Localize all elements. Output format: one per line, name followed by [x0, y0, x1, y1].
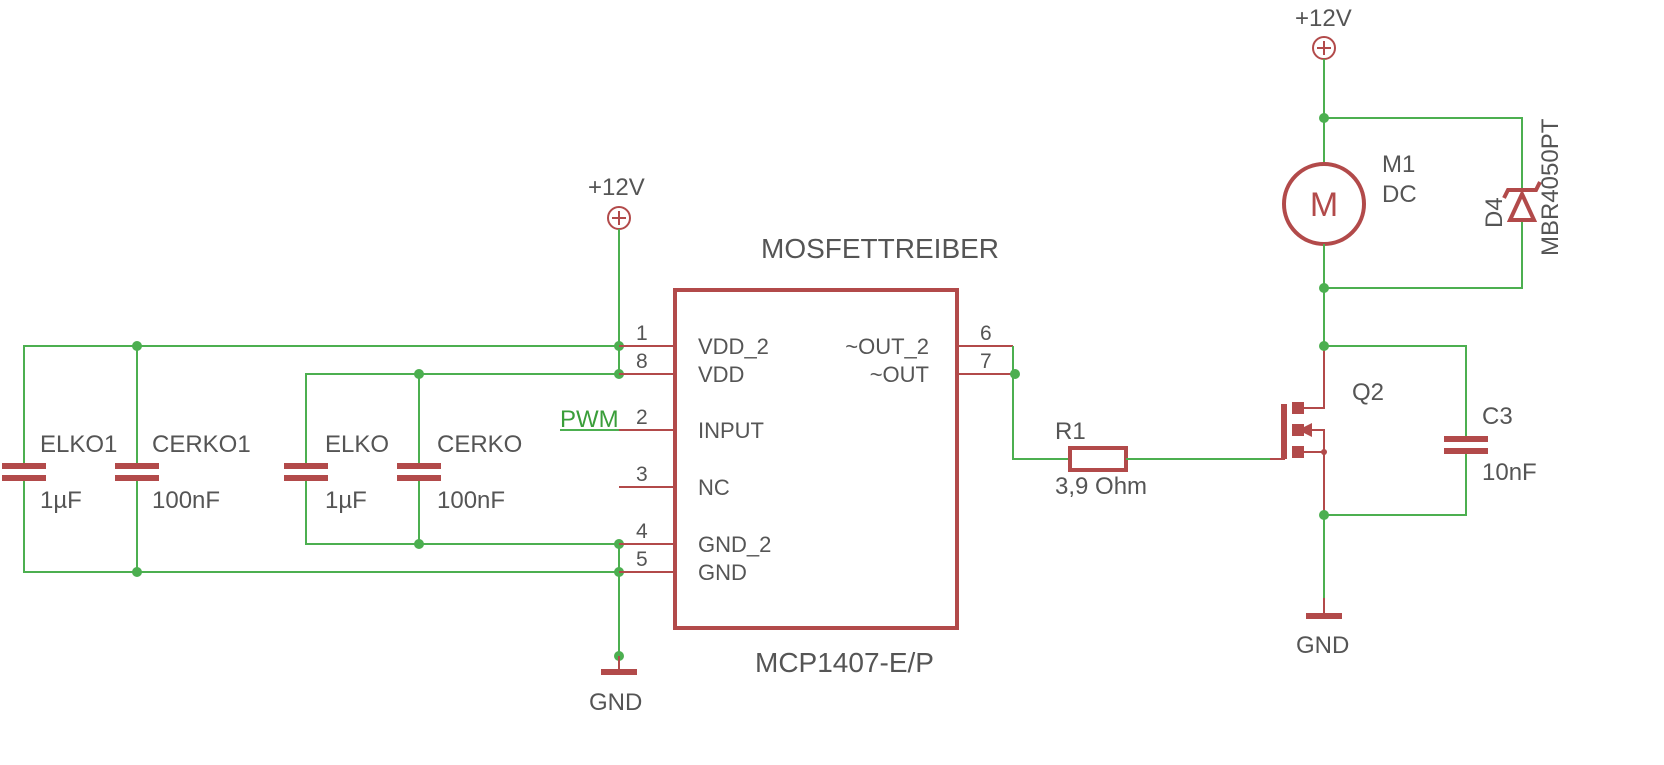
decoupling-network: ELKO1 1µF CERKO1 100nF ELKO 1µF CERKO 10… [2, 341, 622, 577]
vcc-driver-label: +12V [588, 174, 645, 201]
elko1-value: 1µF [40, 487, 82, 514]
cerko-value: 100nF [437, 487, 505, 514]
cerko-name: CERKO [437, 431, 522, 458]
motor-branch: +12V M M1 DC D4 MBR4050PT C3 10nF [1282, 5, 1564, 659]
motor-symbol-letter: M [1310, 186, 1338, 224]
schottky-diode-d4 [1502, 181, 1542, 222]
pin-name: VDD [698, 362, 744, 387]
d4-value: MBR4050PT [1537, 118, 1564, 256]
c3-name: C3 [1482, 403, 1513, 430]
ic-value: MCP1407-E/P [755, 647, 934, 678]
pin-name: GND_2 [698, 532, 771, 557]
junction-dot [1010, 369, 1020, 379]
r1-value: 3,9 Ohm [1055, 473, 1147, 500]
driver-supply: +12V GND [588, 174, 645, 716]
wire-vdd-rail [305, 373, 622, 464]
pin-number: 5 [636, 548, 648, 571]
wire-elko-bottom [305, 480, 622, 545]
mosfet-driver-ic: MOSFETTREIBER MCP1407-E/P 1 8 2 3 4 5 VD… [619, 233, 1013, 678]
pin-name: ~OUT [870, 362, 929, 387]
junction-dot [414, 539, 424, 549]
cerko1-name: CERKO1 [152, 431, 251, 458]
junction-dot [132, 567, 142, 577]
gnd-mosfet-label: GND [1296, 632, 1349, 659]
ic-name: MOSFETTREIBER [761, 233, 999, 264]
junction-dot [1319, 510, 1329, 520]
pin-name: INPUT [698, 418, 764, 443]
junction-dot [1319, 113, 1329, 123]
elko-value: 1µF [325, 487, 367, 514]
q2-name: Q2 [1352, 379, 1384, 406]
ic-body [673, 288, 959, 630]
pin-number: 6 [980, 322, 992, 345]
wire-out [1012, 346, 1070, 460]
capacitor-elko1 [2, 463, 46, 481]
elko-name: ELKO [325, 431, 389, 458]
capacitor-cerko1 [115, 463, 159, 481]
pin-number: 4 [636, 520, 648, 543]
r1-name: R1 [1055, 418, 1086, 445]
c3-value: 10nF [1482, 459, 1537, 486]
gate-resistor: R1 3,9 Ohm [1010, 346, 1270, 500]
pin-name: GND [698, 560, 747, 585]
capacitor-c3 [1444, 436, 1488, 454]
wire-c3-top [1324, 345, 1467, 438]
junction-dot [414, 369, 424, 379]
mosfet-q2: Q2 [1270, 346, 1384, 515]
cerko1-value: 100nF [152, 487, 220, 514]
wire-vdd2-rail [23, 345, 622, 464]
gnd-driver-label: GND [589, 689, 642, 716]
pin-number: 2 [636, 406, 648, 429]
junction-dot [1319, 283, 1329, 293]
wire-diode-cathode [1324, 117, 1523, 190]
resistor-body [1068, 446, 1128, 472]
d4-name: D4 [1481, 197, 1508, 228]
wire-diode-anode [1324, 222, 1523, 289]
m1-value: DC [1382, 181, 1417, 208]
capacitor-cerko [397, 463, 441, 481]
pin-name: ~OUT_2 [845, 334, 929, 359]
capacitor-elko [284, 463, 328, 481]
pin-number: 7 [980, 350, 992, 373]
pin-number: 1 [636, 322, 648, 345]
junction-dot [132, 341, 142, 351]
pin-number: 3 [636, 463, 648, 486]
m1-name: M1 [1382, 151, 1415, 178]
vcc-motor-label: +12V [1295, 5, 1352, 32]
elko1-name: ELKO1 [40, 431, 117, 458]
wire-elko1-bottom [23, 480, 622, 573]
pin-name: NC [698, 475, 730, 500]
pin-name: VDD_2 [698, 334, 769, 359]
pin-number: 8 [636, 350, 648, 373]
pwm-net-label: PWM [560, 406, 619, 433]
wire-c3-bottom [1324, 452, 1467, 516]
